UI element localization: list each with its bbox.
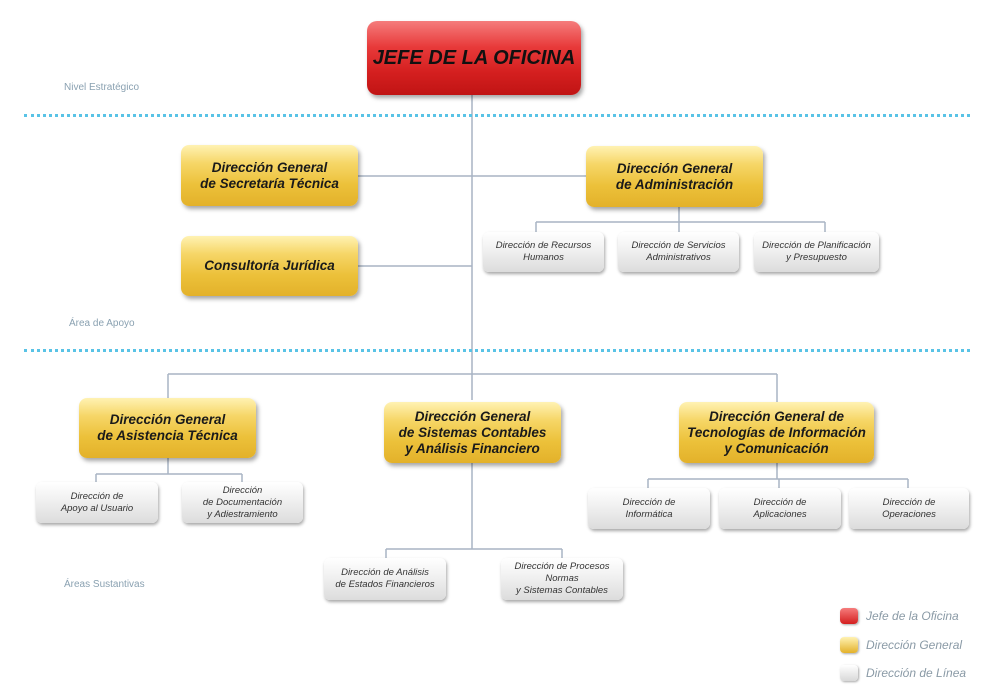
- legend-item-general: Dirección General: [840, 637, 962, 653]
- apoyo-usuario-label: Dirección de Apoyo al Usuario: [60, 490, 134, 514]
- consultoria-juridica-label: Consultoría Jurídica: [204, 258, 335, 273]
- consultoria-juridica-box[interactable]: Consultoría Jurídica: [181, 236, 358, 296]
- separator-support: [24, 349, 970, 352]
- operaciones-box[interactable]: Dirección de Operaciones: [849, 488, 969, 529]
- operaciones-label: Dirección de Operaciones: [882, 496, 936, 520]
- sistemas-contables-label: Dirección General de Sistemas Contables …: [398, 408, 547, 456]
- chief-office-label: JEFE DE LA OFICINA: [372, 46, 576, 69]
- legend-item-line: Dirección de Línea: [840, 665, 966, 681]
- informatica-box[interactable]: Dirección de Informática: [588, 488, 710, 529]
- analisis-estados-financieros-box[interactable]: Dirección de Análisis de Estados Financi…: [324, 558, 446, 600]
- aplicaciones-label: Dirección de Aplicaciones: [753, 496, 807, 520]
- legend-swatch-general: [840, 637, 858, 653]
- legend-label-line: Dirección de Línea: [866, 666, 967, 680]
- aplicaciones-box[interactable]: Dirección de Aplicaciones: [719, 488, 841, 529]
- administracion-label: Dirección General de Administración: [615, 160, 734, 192]
- servicios-administrativos-box[interactable]: Dirección de Servicios Administrativos: [618, 232, 739, 272]
- level-label-support: Área de Apoyo: [69, 318, 135, 329]
- asistencia-tecnica-box[interactable]: Dirección General de Asistencia Técnica: [79, 398, 256, 458]
- informatica-label: Dirección de Informática: [622, 496, 676, 520]
- legend-label-chief: Jefe de la Oficina: [866, 609, 959, 623]
- procesos-normas-label: Dirección de Procesos Normas y Sistemas …: [514, 561, 610, 596]
- documentacion-adiestramiento-box[interactable]: Dirección de Documentación y Adiestramie…: [182, 482, 303, 523]
- tecnologias-informacion-label: Dirección General de Tecnologías de Info…: [687, 408, 866, 456]
- separator-strategic: [24, 114, 970, 117]
- planificacion-presupuesto-box[interactable]: Dirección de Planificación y Presupuesto: [754, 232, 879, 272]
- level-label-strategic: Nivel Estratégico: [64, 82, 140, 93]
- secretaria-tecnica-label: Dirección General de Secretaría Técnica: [200, 159, 339, 191]
- legend-item-chief: Jefe de la Oficina: [840, 608, 959, 624]
- sistemas-contables-box[interactable]: Dirección General de Sistemas Contables …: [384, 402, 561, 463]
- planificacion-presupuesto-label: Dirección de Planificación y Presupuesto: [762, 240, 871, 263]
- level-label-substantive: Áreas Sustantivas: [64, 579, 145, 590]
- apoyo-usuario-box[interactable]: Dirección de Apoyo al Usuario: [36, 482, 158, 523]
- chief-office-box[interactable]: JEFE DE LA OFICINA: [367, 21, 581, 95]
- legend-swatch-line: [840, 665, 858, 681]
- recursos-humanos-box[interactable]: Dirección de Recursos Humanos: [483, 232, 604, 272]
- asistencia-tecnica-label: Dirección General de Asistencia Técnica: [97, 412, 238, 443]
- servicios-administrativos-label: Dirección de Servicios Administrativos: [631, 240, 726, 263]
- procesos-normas-box[interactable]: Dirección de Procesos Normas y Sistemas …: [501, 558, 623, 600]
- recursos-humanos-label: Dirección de Recursos Humanos: [495, 240, 592, 263]
- legend-label-general: Dirección General: [866, 638, 963, 652]
- documentacion-adiestramiento-label: Dirección de Documentación y Adiestramie…: [202, 484, 283, 520]
- legend-swatch-chief: [840, 608, 858, 624]
- analisis-estados-financieros-label: Dirección de Análisis de Estados Financi…: [335, 567, 435, 590]
- administracion-box[interactable]: Dirección General de Administración: [586, 146, 763, 207]
- tecnologias-informacion-box[interactable]: Dirección General de Tecnologías de Info…: [679, 402, 874, 463]
- secretaria-tecnica-box[interactable]: Dirección General de Secretaría Técnica: [181, 145, 358, 206]
